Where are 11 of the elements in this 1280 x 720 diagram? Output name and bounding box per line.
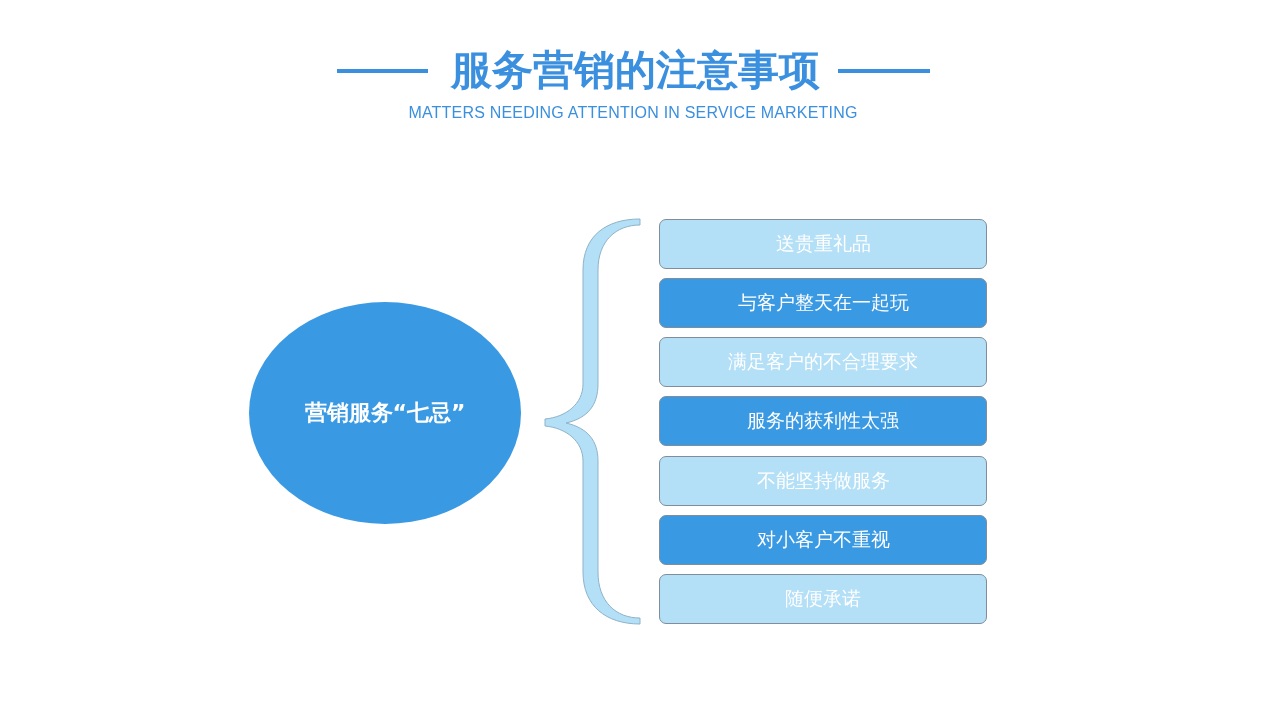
item-box: 满足客户的不合理要求: [659, 337, 987, 387]
item-box: 随便承诺: [659, 574, 987, 624]
title: 服务营销的注意事项: [449, 45, 821, 95]
subtitle: MATTERS NEEDING ATTENTION IN SERVICE MARKETING: [407, 103, 859, 123]
item-box: 与客户整天在一起玩: [659, 278, 987, 328]
item-box: 服务的获利性太强: [659, 396, 987, 446]
curly-brace: [544, 218, 641, 625]
item-box: 送贵重礼品: [659, 219, 987, 269]
item-box: 对小客户不重视: [659, 515, 987, 565]
item-box: 不能坚持做服务: [659, 456, 987, 506]
topic-ellipse: 营销服务“七忌”: [249, 302, 521, 524]
